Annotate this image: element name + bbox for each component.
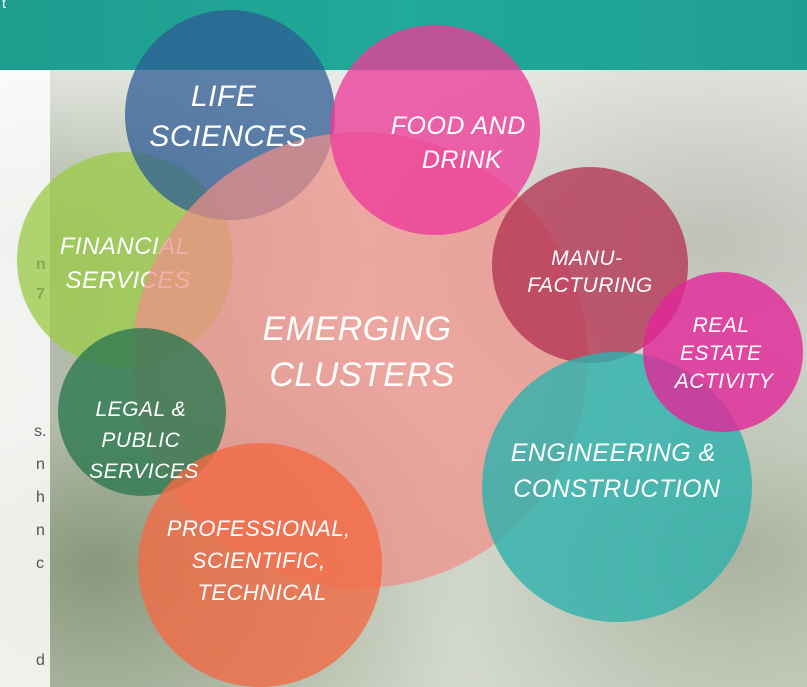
body-text-fragment-4: n (36, 522, 45, 539)
professional-scientific-technical-label: PROFESSIONAL, SCIENTIFIC, TECHNICAL (167, 516, 357, 605)
food-and-drink-circle (330, 25, 540, 235)
body-text-fragment-6: d (36, 652, 45, 669)
body-text-fragment-5: c (36, 555, 44, 572)
legal-public-services-label: LEGAL & PUBLIC SERVICES (89, 398, 199, 483)
cluster-bubble-legal-public-services (58, 328, 226, 496)
body-text-fragment-3: h (36, 489, 45, 506)
life-sciences-label: LIFE SCIENCES (149, 80, 306, 153)
food-and-drink-label: FOOD AND DRINK (391, 112, 533, 174)
professional-scientific-technical-circle (138, 443, 382, 687)
emerging-clusters-label: EMERGING CLUSTERS (262, 310, 461, 394)
body-text-fragment-2: n (36, 456, 45, 473)
cluster-bubble-real-estate-activity (643, 272, 803, 432)
cluster-bubble-professional-scientific-technical (138, 443, 382, 687)
body-text-fragment-1: s. (34, 423, 47, 440)
real-estate-activity-label: REAL ESTATE ACTIVITY (673, 314, 775, 393)
manufacturing-circle (492, 167, 688, 363)
left-text-panel (0, 70, 50, 687)
cluster-bubble-food-and-drink (330, 25, 540, 235)
cluster-bubble-manufacturing (492, 167, 688, 363)
header-text-fragment: t (2, 0, 6, 11)
legal-public-services-circle (58, 328, 226, 496)
manufacturing-label: MANU- FACTURING (527, 247, 652, 297)
real-estate-activity-circle (643, 272, 803, 432)
engineering-construction-label: ENGINEERING & CONSTRUCTION (511, 439, 724, 503)
